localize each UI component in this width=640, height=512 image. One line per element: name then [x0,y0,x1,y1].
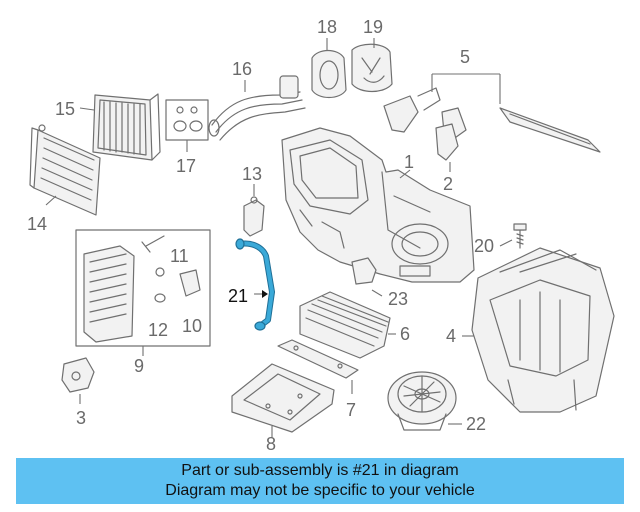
label-15: 15 [55,99,75,119]
label-1: 1 [404,152,414,172]
label-20: 20 [474,236,494,256]
label-12: 12 [148,320,168,340]
label-11: 11 [170,246,189,266]
caption-line-2: Diagram may not be specific to your vehi… [165,482,475,499]
part-2-actuator [435,123,459,161]
label-21: 21 [228,286,248,306]
part-8-tray [231,363,335,433]
part-22-blower-motor [387,371,457,431]
part-21-drain-hose [235,238,275,331]
label-3: 3 [76,408,86,428]
label-17: 17 [176,156,196,176]
label-10: 10 [182,316,202,336]
part-23-connector [351,257,377,285]
label-23: 23 [388,289,408,309]
label-6: 6 [400,324,410,344]
caption-line-1: Part or sub-assembly is #21 in diagram [181,462,459,479]
part-6-cabin-filter [299,291,391,359]
part-14-evaporator [29,124,101,216]
label-22: 22 [466,414,486,434]
part-4-distribution-housing [471,247,615,413]
part-20-screw [513,223,527,249]
label-13: 13 [242,164,262,184]
part-18-grommet [311,49,347,99]
label-7: 7 [346,400,356,420]
label-19: 19 [363,17,383,37]
part-7-filter-cover [277,339,359,379]
label-9: 9 [134,356,144,376]
part-19-grommet [351,43,393,93]
label-8: 8 [266,434,276,454]
part-16-coolant-pipes [208,75,306,141]
part-3-bracket [61,357,95,393]
label-18: 18 [317,17,337,37]
label-2: 2 [443,174,453,194]
label-16: 16 [232,59,252,79]
part-17-seals [165,99,209,141]
label-14: 14 [27,214,47,234]
part-15-heater-core [92,93,161,161]
part-9-evaporator [83,235,201,343]
part-1-hvac-housing [281,127,475,283]
label-4: 4 [446,326,456,346]
caption-banner: Part or sub-assembly is #21 in diagram D… [16,458,624,504]
part-5-actuators [383,87,601,153]
label-5: 5 [460,47,470,67]
part-13-sensor [243,196,265,237]
